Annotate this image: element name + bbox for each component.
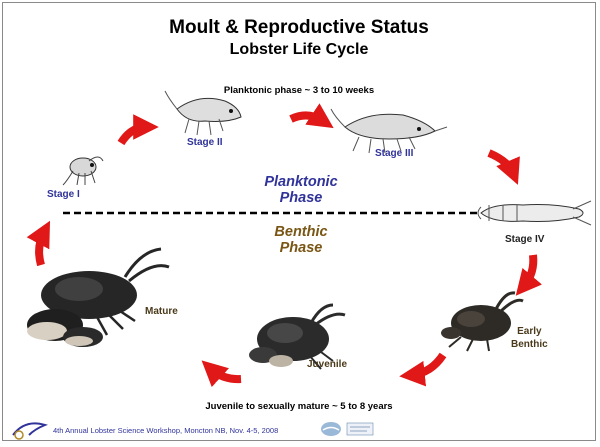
early-benthic-label-line-1: Early (517, 326, 541, 337)
stage-ii-larva-image (165, 91, 241, 135)
cycle-arrow-7 (39, 232, 44, 265)
stage-iv-label: Stage IV (505, 234, 544, 245)
benthic-duration-caption: Juvenile to sexually mature ~ 5 to 8 yea… (3, 401, 595, 412)
cycle-arrow-1 (121, 127, 146, 143)
early-benthic-label-line-2: Benthic (511, 339, 548, 350)
slide: Moult & Reproductive Status Lobster Life… (2, 2, 596, 441)
stage-iii-label: Stage III (375, 148, 413, 159)
mature-lobster-image (27, 249, 169, 347)
life-cycle-diagram (3, 3, 596, 441)
cycle-arrow-3 (489, 153, 513, 173)
stage-iii-larva-image (331, 109, 447, 153)
stage-i-larva-image (63, 157, 103, 185)
cycle-arrow-2 (291, 115, 323, 121)
stage-i-label: Stage I (47, 189, 80, 200)
cycle-arrow-5 (412, 355, 443, 375)
benthic-phase-label: BenthicPhase (251, 224, 351, 256)
cycle-arrow-6 (211, 369, 241, 379)
juvenile-label: Juvenile (307, 359, 347, 370)
cycle-arrow-4 (524, 255, 533, 286)
footer: 4th Annual Lobster Science Workshop, Mon… (3, 422, 595, 440)
mature-label: Mature (145, 306, 178, 317)
stage-ii-label: Stage II (187, 137, 223, 148)
stage-iv-postlarva-image (478, 201, 591, 225)
early-benthic-label: Early Benthic (511, 325, 548, 351)
planktonic-phase-label: PlanktonicPhase (251, 174, 351, 206)
footer-workshop-text: 4th Annual Lobster Science Workshop, Mon… (53, 426, 278, 435)
